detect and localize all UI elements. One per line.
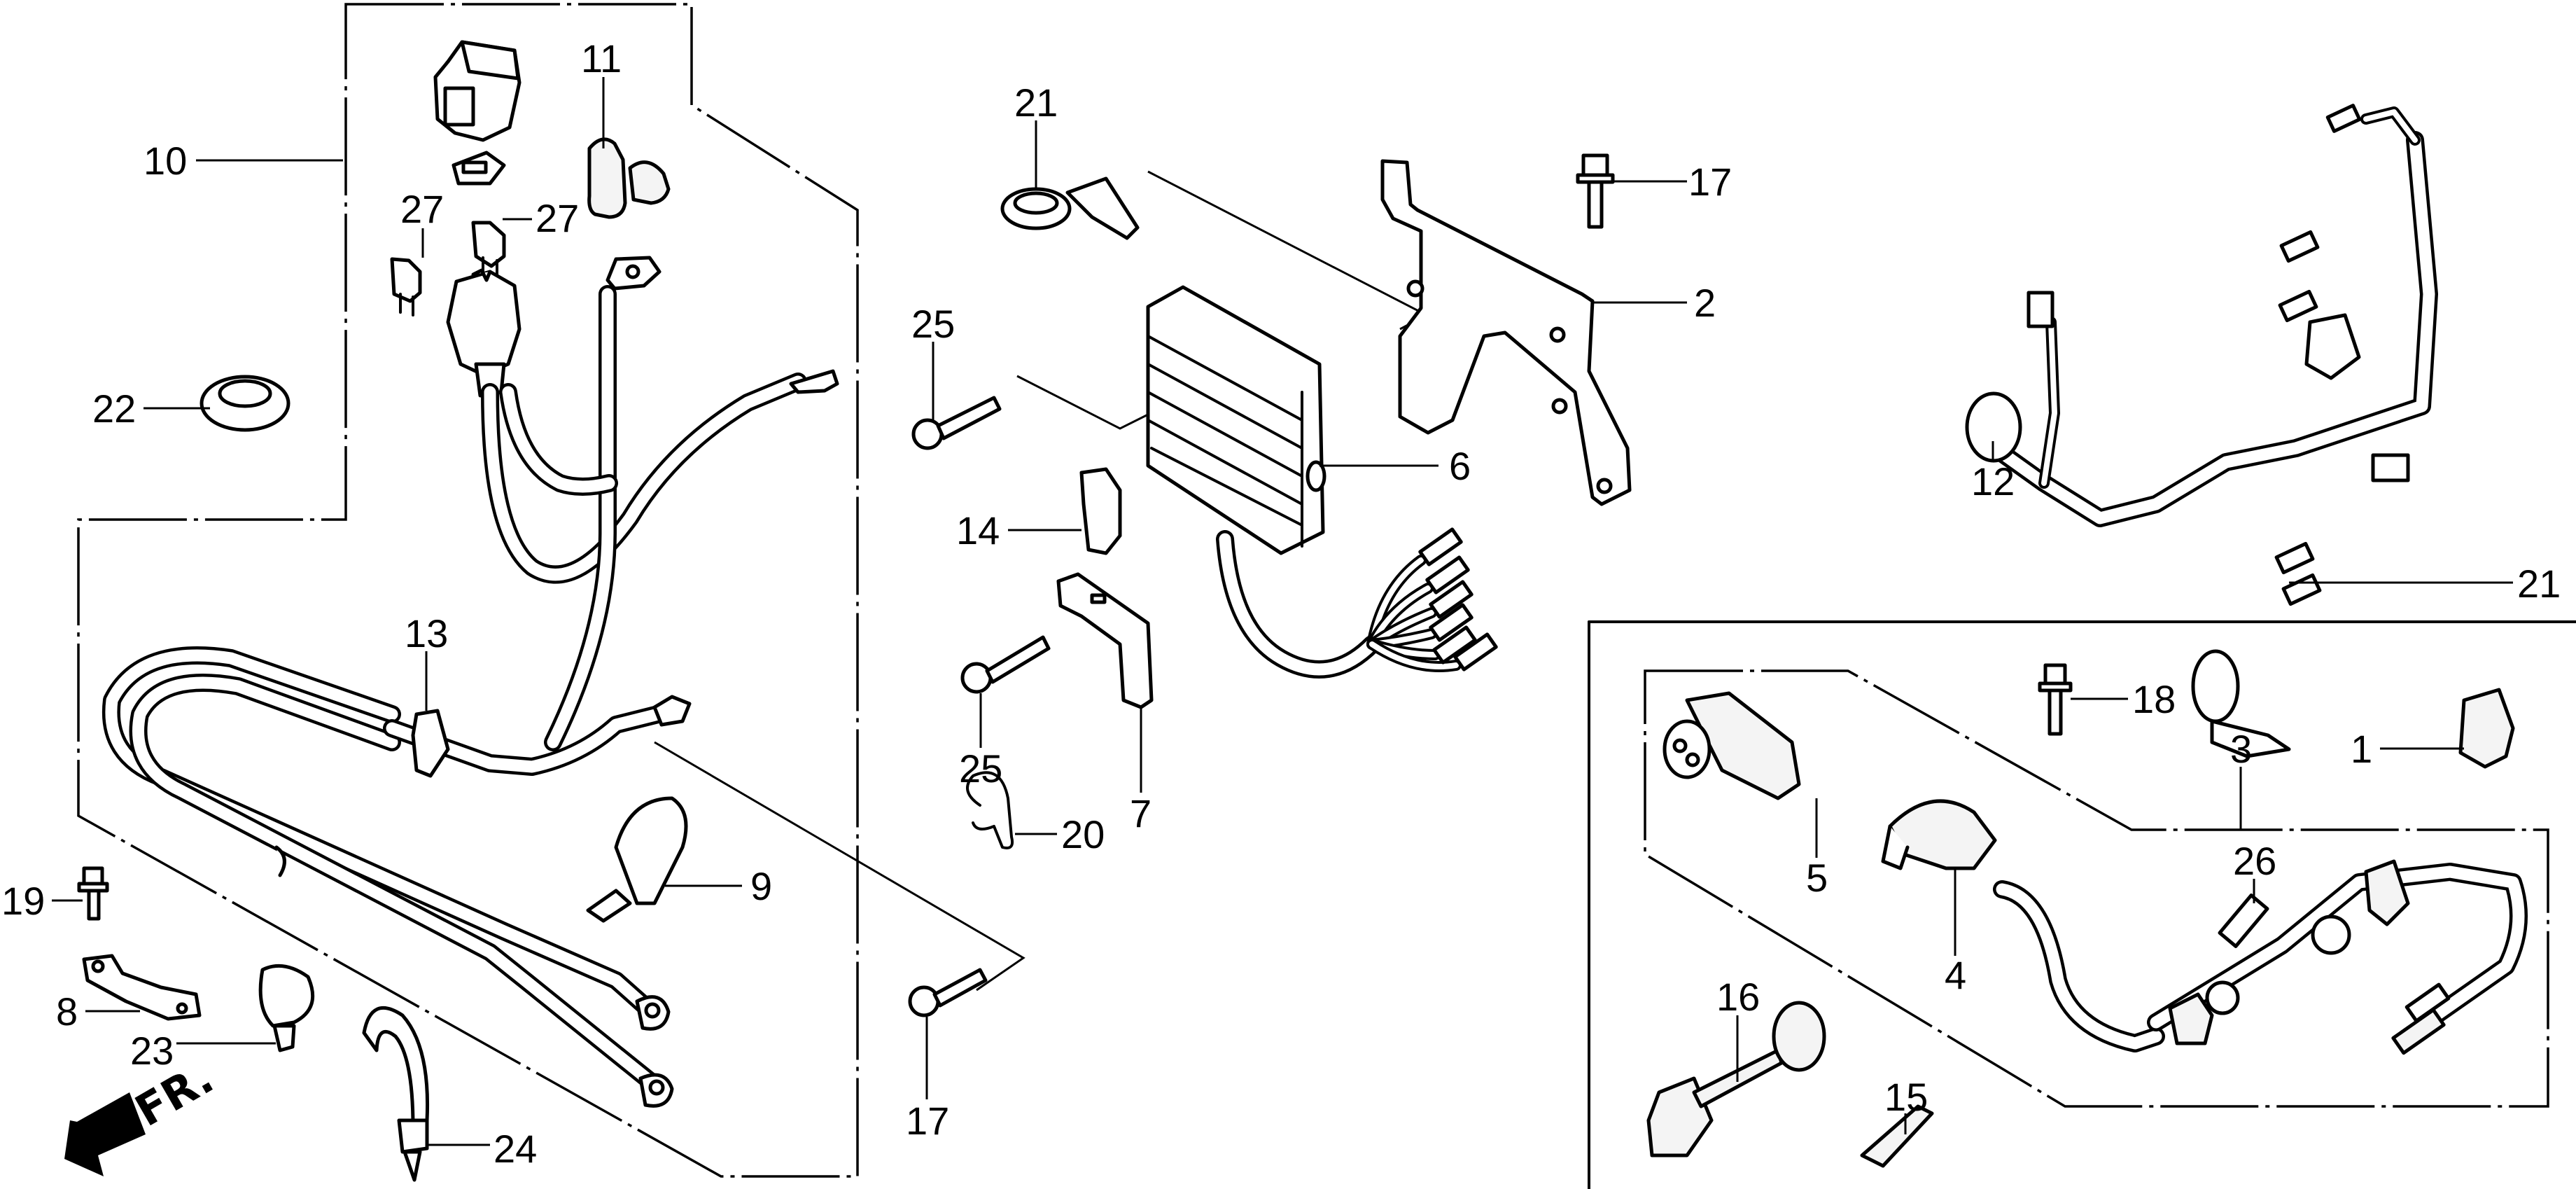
callout-6: 6 [1449, 444, 1471, 488]
fuse-label-15 [1860, 1104, 1934, 1168]
band-clip-21b [2191, 649, 2291, 758]
bolt-18 [2038, 663, 2073, 736]
band-clamp [586, 796, 688, 923]
callout-11: 11 [581, 36, 622, 81]
fuse-box-coupler [446, 268, 522, 398]
callout-20: 20 [1061, 812, 1105, 856]
wire-clip-20 [966, 771, 1014, 849]
terminal-cover [587, 137, 671, 219]
fuse-27a [471, 221, 506, 278]
callout-27a: 27 [400, 187, 444, 231]
callout-15: 15 [1884, 1075, 1928, 1119]
callout-4: 4 [1945, 953, 1966, 997]
cap-1 [2458, 688, 2515, 769]
callout-8: 8 [56, 989, 78, 1034]
callout-18: 18 [2132, 677, 2176, 721]
callout-5: 5 [1806, 856, 1828, 900]
callout-22: 22 [92, 387, 136, 431]
clamp-ring [200, 375, 290, 432]
cable-holder-8 [82, 954, 202, 1021]
connector-holder-14 [1079, 467, 1122, 555]
harness-band [411, 709, 450, 778]
callout-21a: 21 [1014, 81, 1058, 125]
regulator-bracket [1380, 159, 1632, 506]
regulator-leads [1366, 527, 1498, 672]
callout-3: 3 [2230, 727, 2252, 771]
bolt-25b [960, 635, 1051, 694]
callout-12: 12 [1971, 459, 2015, 503]
callout-2: 2 [1694, 281, 1716, 325]
sub-harness-12 [1965, 104, 2438, 606]
callout-25a: 25 [911, 302, 955, 346]
group-3-box [1588, 620, 2576, 1189]
battery-cables [102, 646, 692, 1108]
arrow-down-left-icon [64, 1092, 146, 1176]
group-10-boundary [77, 3, 859, 1178]
callout-7: 7 [1130, 791, 1152, 835]
bolt-17b [908, 968, 988, 1017]
stay-7 [1056, 572, 1154, 709]
callout-23: 23 [130, 1029, 174, 1073]
fuse-cartridge-26 [2218, 894, 2269, 948]
callout-leaders [52, 77, 2513, 1146]
bolt-19 [77, 866, 109, 921]
callout-13: 13 [405, 611, 448, 655]
callout-10: 10 [144, 139, 187, 183]
band-clip-21a [1000, 176, 1140, 240]
clip-23 [258, 964, 315, 1052]
callout-1: 1 [2351, 727, 2372, 771]
regulator-rectifier [1146, 285, 1381, 679]
socket-assembly-3 [1993, 859, 2528, 1055]
callout-24: 24 [493, 1127, 537, 1171]
bolt-17a [1576, 153, 1615, 229]
callout-17a: 17 [1688, 160, 1732, 204]
callout-21b: 21 [2517, 562, 2561, 606]
callout-25b: 25 [959, 746, 1002, 791]
receptacle-5 [1662, 691, 1801, 800]
bolt-25a [911, 396, 1002, 450]
callout-9: 9 [750, 864, 772, 908]
fuse-27b [390, 257, 422, 317]
main-harness-wires [481, 256, 839, 751]
callout-16: 16 [1716, 975, 1760, 1019]
socket-holder-4 [1881, 799, 1997, 870]
callout-17b: 17 [906, 1099, 949, 1143]
callout-labels: 10 11 27 27 22 21 17 2 25 6 14 25 7 20 1… [1, 36, 2561, 1171]
band-clip-24 [362, 1006, 430, 1182]
callout-27b: 27 [536, 196, 579, 240]
callout-19: 19 [1, 879, 45, 923]
callout-14: 14 [956, 508, 1000, 552]
callout-26: 26 [2233, 839, 2276, 883]
starter-relay [433, 40, 522, 186]
